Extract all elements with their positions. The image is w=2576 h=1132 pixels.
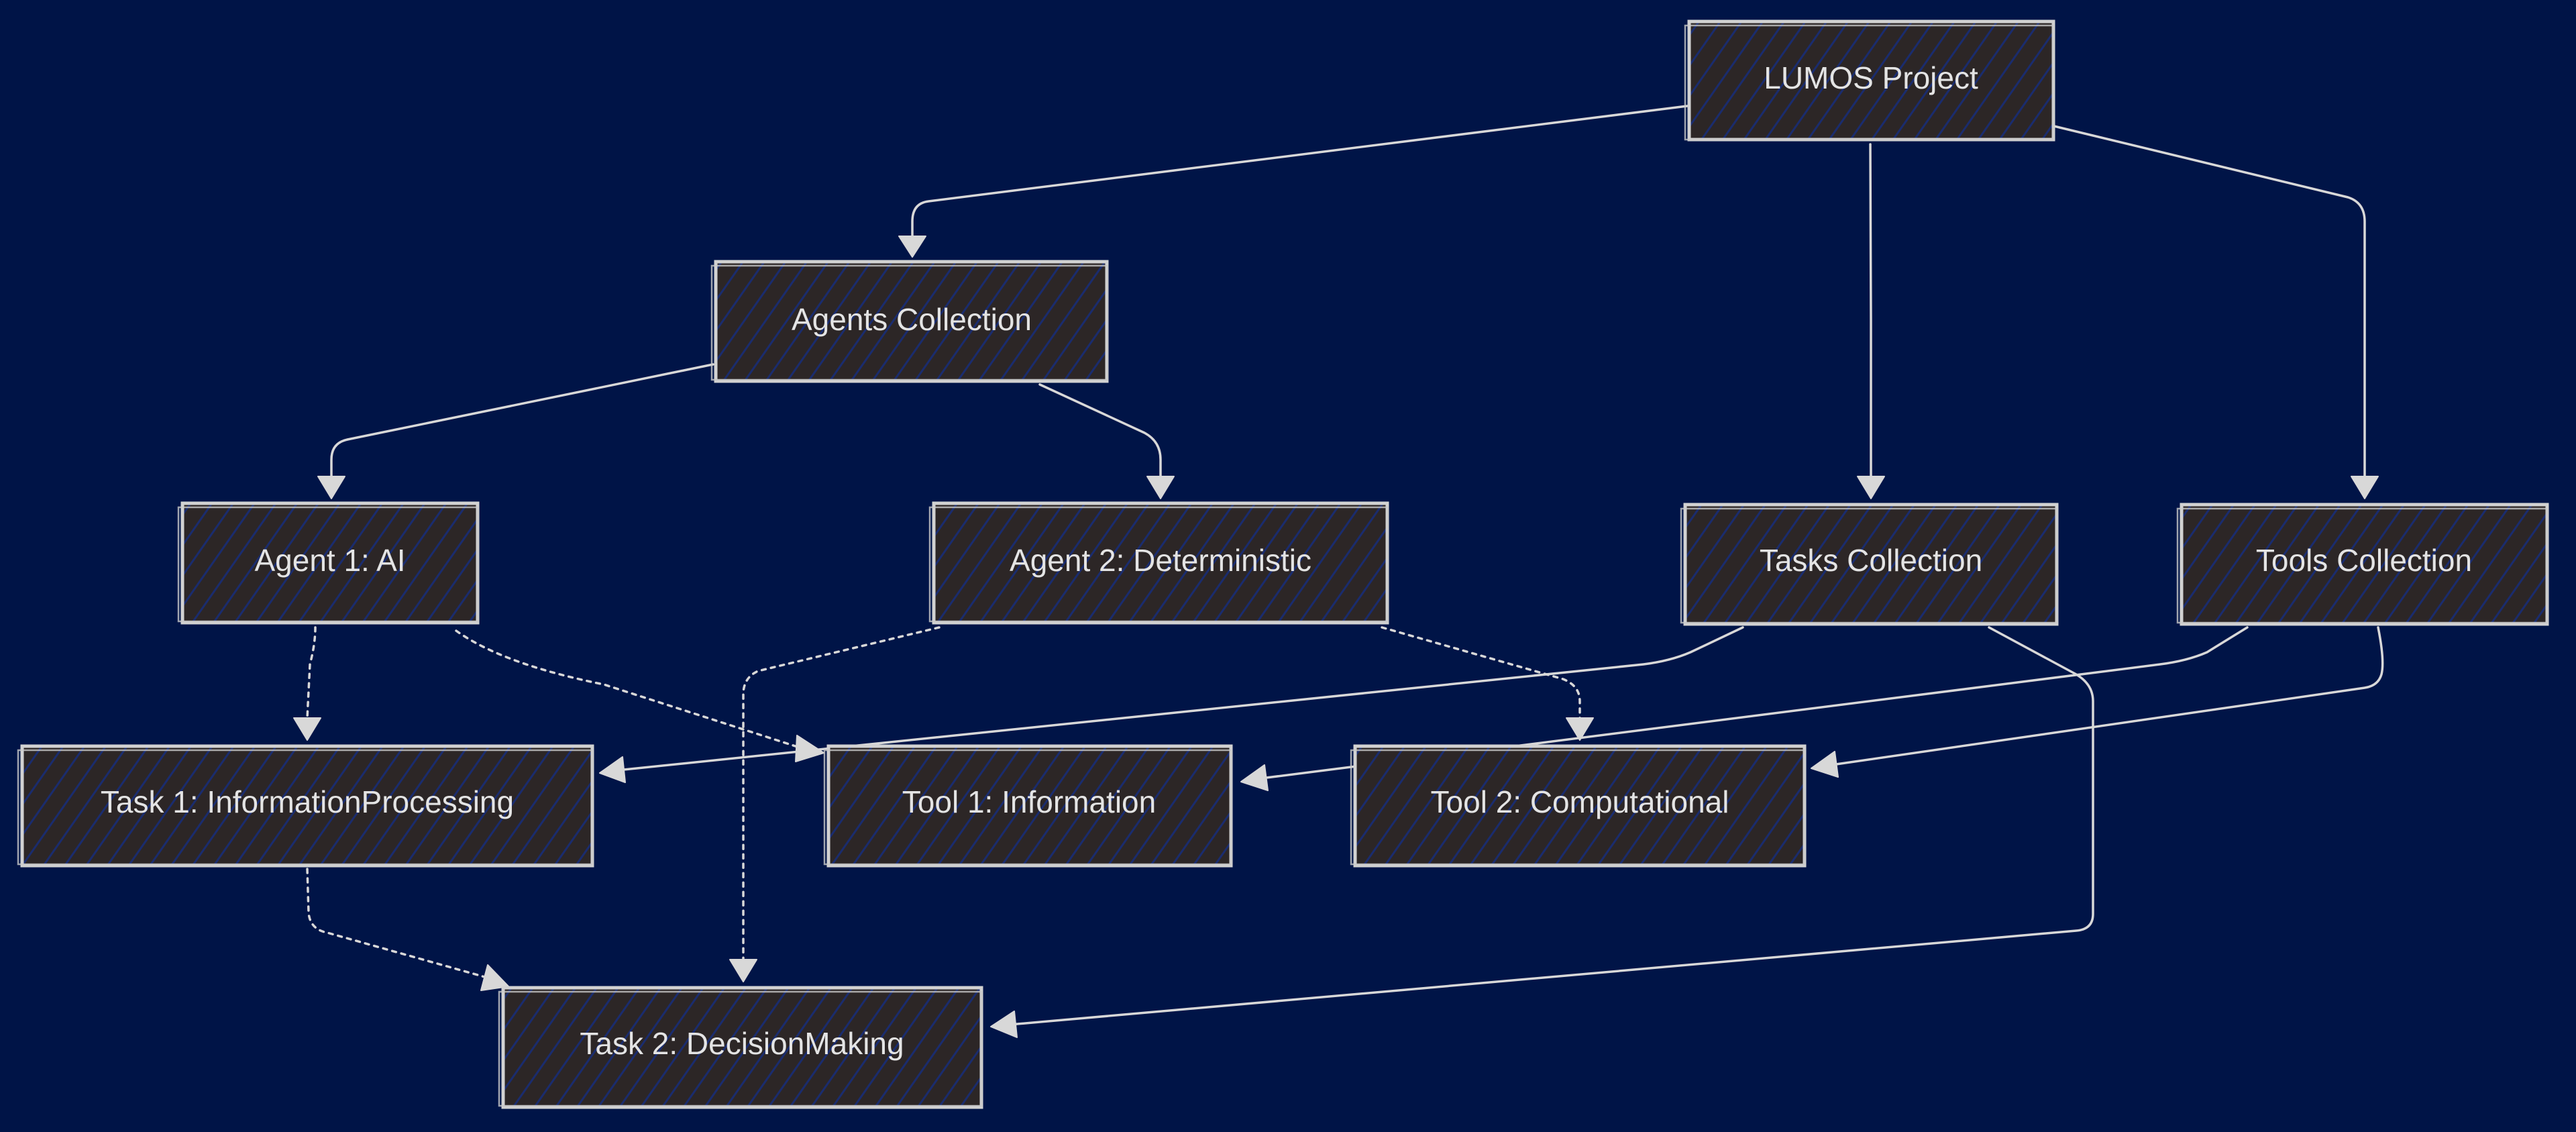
node-tasks-collection-label: Tasks Collection bbox=[1760, 543, 1982, 578]
edge-agents-to-agent1 bbox=[317, 363, 714, 499]
node-tool2[interactable]: Tool 2: Computational bbox=[1350, 744, 1807, 868]
node-agents-collection[interactable]: Agents Collection bbox=[710, 260, 1109, 383]
node-agent2[interactable]: Agent 2: Deterministic bbox=[928, 501, 1389, 625]
edge-task1-to-task2 bbox=[306, 868, 509, 991]
node-tools-collection[interactable]: Tools Collection bbox=[2176, 503, 2549, 626]
node-tool1-label: Tool 1: Information bbox=[902, 784, 1156, 819]
node-agent2-label: Agent 2: Deterministic bbox=[1010, 543, 1311, 578]
edge-agents-to-agent2 bbox=[1038, 383, 1175, 499]
nodes: LUMOS Project Agents Collection Agent 1:… bbox=[17, 19, 2549, 1109]
edge-tools-to-tool2 bbox=[1811, 626, 2384, 778]
edges bbox=[293, 105, 2384, 1038]
edge-tasks-to-task1 bbox=[599, 626, 1744, 783]
edge-tools-to-tool1 bbox=[1240, 626, 2249, 791]
edge-lumos-to-tasks bbox=[1857, 143, 1885, 499]
node-tool1[interactable]: Tool 1: Information bbox=[823, 744, 1233, 868]
edge-agent2-to-task2 bbox=[729, 626, 941, 982]
node-task2-label: Task 2: DecisionMaking bbox=[580, 1026, 904, 1061]
node-lumos-project[interactable]: LUMOS Project bbox=[1684, 19, 2055, 142]
node-agents-collection-label: Agents Collection bbox=[792, 302, 1032, 337]
node-task1[interactable]: Task 1: InformationProcessing bbox=[17, 744, 594, 868]
node-task1-label: Task 1: InformationProcessing bbox=[101, 784, 514, 819]
node-agent1[interactable]: Agent 1: AI bbox=[177, 501, 480, 625]
edge-lumos-to-agents bbox=[898, 105, 1688, 258]
node-tools-collection-label: Tools Collection bbox=[2256, 543, 2472, 578]
node-tasks-collection[interactable]: Tasks Collection bbox=[1680, 503, 2059, 626]
edge-agent2-to-tool2 bbox=[1381, 626, 1594, 741]
node-tool2-label: Tool 2: Computational bbox=[1431, 784, 1729, 819]
node-task2[interactable]: Task 2: DecisionMaking bbox=[498, 986, 983, 1109]
node-lumos-project-label: LUMOS Project bbox=[1764, 60, 1978, 95]
edge-agent1-to-task1 bbox=[293, 626, 321, 741]
node-agent1-label: Agent 1: AI bbox=[254, 543, 405, 578]
edge-agent1-to-tool1 bbox=[455, 629, 824, 762]
edge-lumos-to-tools bbox=[2053, 125, 2379, 499]
edge-tasks-to-task2 bbox=[990, 626, 2094, 1038]
